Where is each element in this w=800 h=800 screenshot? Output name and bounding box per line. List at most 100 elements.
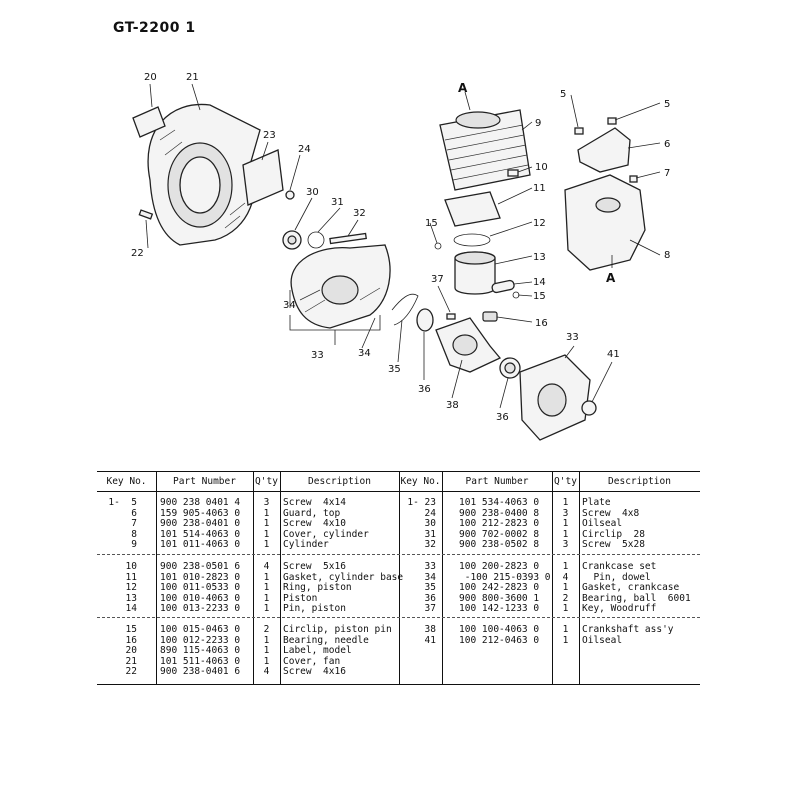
- description: Crankshaft ass'y: [582, 624, 674, 635]
- quantity: 1: [263, 603, 270, 614]
- quantity: 4: [263, 561, 270, 572]
- callout-number: 33: [311, 350, 324, 361]
- page-title: GT-2200 1: [113, 20, 196, 36]
- callout-number: 21: [186, 72, 199, 83]
- quantity: 1: [263, 655, 270, 667]
- part-number: 100 200-2823 0: [459, 561, 540, 572]
- description: Crankcase set: [582, 561, 657, 572]
- key-number: 6: [131, 507, 137, 519]
- header-description-right: Description: [608, 476, 671, 487]
- key-number: 38: [424, 624, 436, 635]
- callout-number: 15: [425, 218, 438, 229]
- quantity: 4: [562, 571, 569, 583]
- quantity: 4: [263, 666, 270, 677]
- callout-number: 20: [144, 72, 157, 83]
- quantity: 1: [562, 497, 569, 508]
- key-number: 13: [125, 592, 137, 604]
- callout-number: 30: [306, 187, 319, 198]
- callout-number: 16: [535, 318, 548, 329]
- description: Pin, piston: [283, 603, 346, 614]
- description: Screw 4x14: [283, 497, 346, 508]
- callout-number: 15: [533, 291, 546, 302]
- description: Screw 4x16: [283, 666, 346, 677]
- key-number: 10: [125, 561, 137, 572]
- group-separator: [97, 617, 700, 618]
- piston-drawing: [454, 251, 496, 295]
- key-number: 21: [125, 655, 137, 667]
- key-number: 1- 5: [108, 497, 137, 508]
- quantity: 1: [263, 507, 270, 519]
- callout-number: 33: [566, 332, 579, 343]
- quantity: 1: [562, 582, 569, 593]
- group-separator: [97, 554, 700, 555]
- callout-number: 38: [446, 400, 459, 411]
- key-number: 33: [424, 561, 436, 572]
- quantity: 1: [562, 603, 569, 614]
- description: Cylinder: [283, 539, 329, 550]
- description: Gasket, crankcase: [582, 582, 680, 593]
- quantity: 1: [263, 518, 270, 529]
- header-divider: [97, 491, 700, 492]
- key-number: 15: [125, 624, 137, 635]
- callout-number: 5: [560, 89, 566, 100]
- callout-number: 24: [298, 144, 311, 155]
- part-number: 900 238-0400 8: [459, 507, 540, 519]
- quantity: 1: [263, 539, 270, 550]
- callout-number: 32: [353, 208, 366, 219]
- plate-drawing: [242, 149, 284, 206]
- callout-number: 7: [664, 168, 670, 179]
- label-model-drawing: [132, 106, 166, 138]
- column-divider: [156, 472, 157, 684]
- column-divider: [253, 472, 254, 684]
- quantity: 2: [562, 592, 569, 604]
- key-number: 32: [424, 539, 436, 550]
- key-number: 7: [131, 518, 137, 529]
- description: Screw 5x16: [283, 561, 346, 572]
- key-number: 12: [125, 582, 137, 593]
- part-number: 100 010-4063 0: [160, 592, 241, 604]
- quantity: 1: [263, 592, 270, 604]
- description: Plate: [582, 497, 611, 508]
- quantity: 1: [263, 571, 270, 583]
- part-number: 900 238 0401 4: [160, 497, 241, 508]
- part-number: 100 012-2233 0: [160, 634, 241, 646]
- cylinder-cover-drawing: [564, 174, 646, 271]
- header-qty-left: Q'ty: [255, 476, 278, 487]
- description: Key, Woodruff: [582, 603, 657, 614]
- callout-number: 14: [533, 277, 546, 288]
- key-number: 36: [424, 592, 436, 604]
- description: Circlip, piston pin: [283, 624, 392, 635]
- key-number: 34: [424, 571, 436, 583]
- description: Gasket, cylinder base: [283, 571, 404, 583]
- callout-number: 23: [263, 130, 276, 141]
- parts-table: Key No. Part Number Q'ty Description Key…: [97, 471, 700, 685]
- description: Circlip 28: [582, 528, 645, 540]
- part-number: 101 511-4063 0: [160, 655, 241, 667]
- quantity: 1: [562, 518, 569, 529]
- column-divider: [399, 472, 400, 684]
- part-number: 900 238-0501 6: [160, 561, 241, 572]
- quantity: 1: [562, 561, 569, 572]
- quantity: 3: [562, 539, 569, 550]
- description: Piston: [283, 592, 318, 604]
- quantity: 2: [263, 624, 270, 635]
- part-number: 101 514-4063 0: [160, 528, 241, 540]
- column-divider: [579, 472, 580, 684]
- key-number: 41: [424, 634, 436, 646]
- description: Screw 4x10: [283, 518, 346, 529]
- key-number: 16: [125, 634, 137, 646]
- top-guard-drawing: [577, 127, 631, 173]
- description: Screw 4x8: [582, 507, 640, 519]
- description: Bearing, needle: [283, 634, 369, 646]
- header-description-left: Description: [308, 476, 371, 487]
- header-part-number-left: Part Number: [173, 476, 236, 487]
- callout-number: 12: [533, 218, 546, 229]
- callout-number: 8: [664, 250, 670, 261]
- quantity: 1: [562, 624, 569, 635]
- header-qty-right: Q'ty: [554, 476, 577, 487]
- key-number: 1- 23: [407, 497, 436, 508]
- header-part-number-right: Part Number: [465, 476, 529, 487]
- part-number: 100 015-0463 0: [160, 624, 241, 635]
